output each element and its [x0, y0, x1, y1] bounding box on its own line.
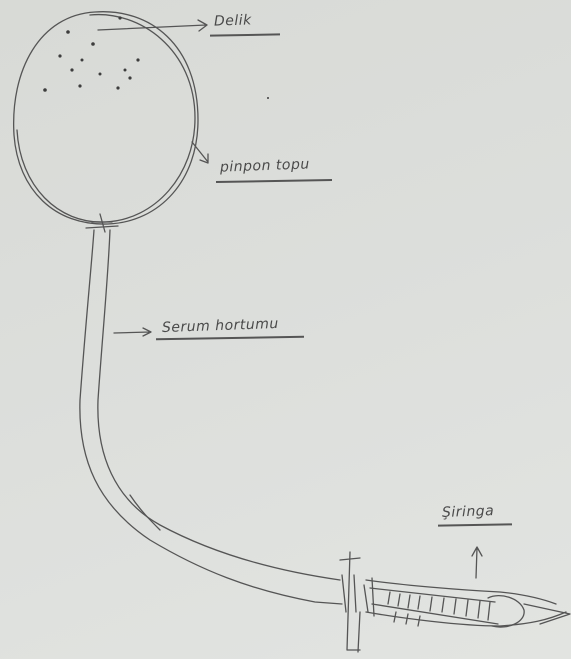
- label-siringa: Şiringa: [442, 503, 495, 521]
- syringe-barrel-top: [366, 580, 556, 604]
- arrow-siringa: [472, 547, 482, 578]
- syringe-tip: [488, 596, 524, 627]
- syringe-nozzle: [524, 604, 570, 624]
- arrow-serum: [114, 328, 151, 336]
- label-pinpon-topu: pinpon topu: [220, 156, 310, 175]
- ping-pong-ball-overstroke: [17, 15, 195, 222]
- ping-pong-ball: [14, 12, 198, 224]
- syringe-plunger-end: [364, 578, 374, 616]
- label-delik: Delik: [214, 12, 252, 29]
- syringe-flange: [342, 552, 360, 652]
- hose-inner-shading: [130, 495, 160, 530]
